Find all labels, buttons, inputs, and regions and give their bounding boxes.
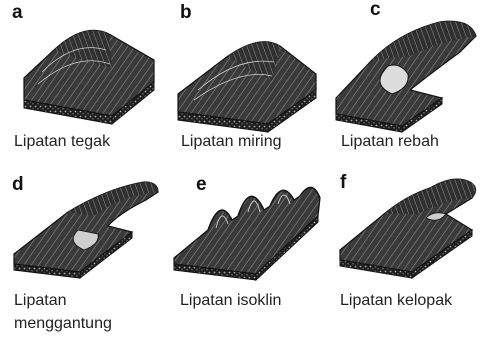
caption-e: Lipatan isoklin [180,290,281,312]
isoclinal-fold-illustration [168,176,328,282]
inclined-fold-illustration [168,20,318,130]
caption-d-line2: menggantung [14,313,112,335]
caption-b: Lipatan miring [181,131,282,153]
caption-d-line1: Lipatan [14,290,67,312]
overturned-fold-illustration [330,14,480,130]
caption-a: Lipatan tegak [14,131,110,153]
fan-fold-illustration [334,170,482,280]
upright-fold-illustration [14,20,164,130]
caption-c: Lipatan rebah [341,131,439,153]
caption-f: Lipatan kelopak [340,290,452,312]
recumbent-fold-illustration [8,172,168,284]
